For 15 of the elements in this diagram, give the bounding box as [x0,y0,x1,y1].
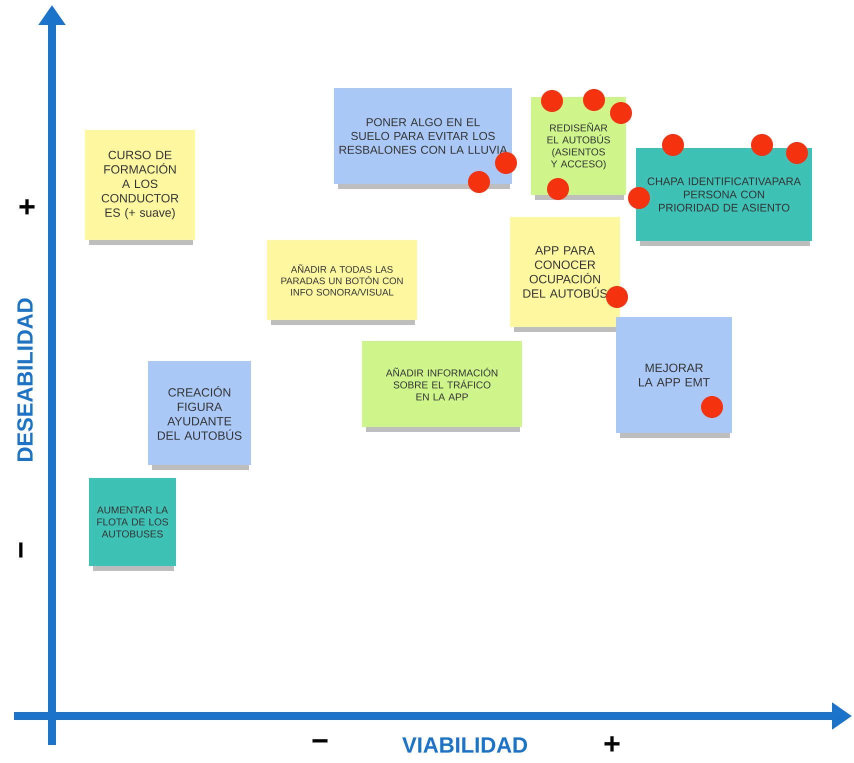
sticky-note: CURSO DE FORMACIÓN A LOS CONDUCTOR ES (+ suave) [85,130,195,245]
axis-title: VIABILIDAD [402,737,528,753]
sticky-note: CHAPA IDENTIFICATIVAPARA PERSONA CON PRIORIDAD DE ASIENTO [636,148,812,246]
plus-sign: + [604,736,620,752]
sticky-note: MEJORAR LA APP EMT [616,317,732,438]
sticky-note: AÑADIR A TODAS LAS PARADAS UN BOTÓN CON INFO SONORA/VISUAL [267,240,417,325]
sticky-note: PONER ALGO EN EL SUELO PARA EVITAR LOS RESBALONES CON LA LLUVIA [334,88,512,189]
minus-sign: − [312,739,328,742]
plus-sign: + [20,199,35,214]
sticky-note: CREACIÓN FIGURA AYUDANTE DEL AUTOBÚS [148,361,251,470]
sticky-note: AUMENTAR LA FLOTA DE LOS AUTOBUSES [89,478,176,571]
minus-sign: − [19,542,22,558]
sticky-note: AÑADIR INFORMACIÓN SOBRE EL TRÁFICO EN LA APP [362,341,522,432]
axis-title: DESEABILIDAD [17,298,33,462]
sticky-note: APP PARA CONOCER OCUPACIÓN DEL AUTOBÚS [510,217,620,332]
